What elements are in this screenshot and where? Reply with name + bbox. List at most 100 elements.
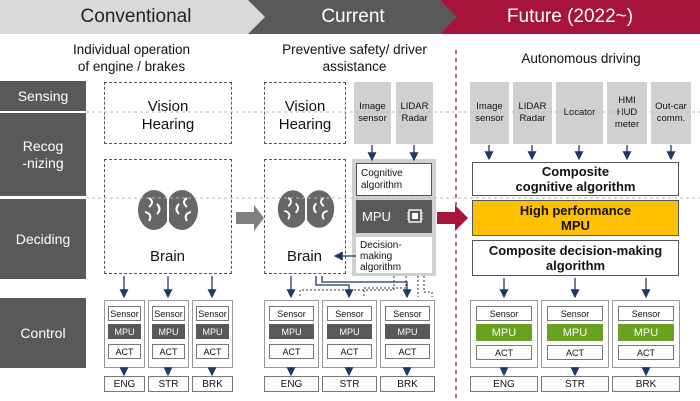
current-cognitive-line1: Cognitive	[361, 167, 403, 179]
chip-icon	[406, 208, 424, 224]
control-sensor: Sensor	[152, 306, 185, 321]
brain-icon	[275, 186, 337, 232]
conventional-senses-box: Vision Hearing	[104, 82, 232, 144]
row-label-control: Control	[0, 298, 86, 368]
subtitle-future: Autonomous driving	[470, 50, 692, 67]
future-composite-decision-line2: algorithm	[545, 258, 606, 273]
current-senses-box: Vision Hearing	[264, 82, 346, 144]
future-composite-decision-line1: Composite decision-making	[488, 243, 663, 258]
current-hearing-label: Hearing	[278, 116, 332, 133]
current-brain-label: Brain	[286, 248, 323, 265]
subtitle-conventional-line1: Individual operation	[72, 42, 191, 57]
subtitle-conventional: Individual operation of engine / brakes	[44, 41, 219, 75]
row-label-recognizing-line2: -nizing	[22, 154, 64, 171]
control-mpu: MPU	[108, 324, 141, 339]
header-future: Future (2022~)	[440, 0, 700, 34]
conventional-hearing-label: Hearing	[141, 116, 195, 133]
control-act: ACT	[547, 345, 603, 360]
current-sensor-lidar-line2: Radar	[401, 113, 428, 124]
future-sensor-lidar-line2: Radar	[519, 113, 546, 124]
conventional-brain-label: Brain	[149, 248, 186, 265]
future-composite-cognitive-line1: Composite	[541, 164, 610, 179]
control-mpu: MPU	[618, 324, 674, 341]
control-mpu: MPU	[547, 324, 603, 341]
header-future-label: Future (2022~)	[506, 6, 634, 27]
row-label-recognizing-line1: Recog	[22, 137, 64, 154]
current-cognitive-line2: algorithm	[361, 179, 403, 191]
control-act: ACT	[152, 344, 185, 359]
current-sensor-lidar-line1: LIDAR	[400, 101, 429, 112]
future-sensor-outcar-line1: Out-car	[655, 101, 687, 112]
future-hp-mpu-line2: MPU	[561, 218, 590, 233]
subtitle-future-line1: Autonomous driving	[521, 51, 641, 66]
future-sensor-lidar-line1: LIDAR	[518, 101, 547, 112]
current-sensor-image-line2: sensor	[358, 113, 387, 124]
current-decision-line1: Decision-	[360, 240, 402, 251]
control-sensor: Sensor	[385, 306, 430, 321]
control-sensor: Sensor	[618, 306, 674, 321]
row-label-control-text: Control	[20, 324, 66, 341]
actuator-str: STR	[148, 376, 189, 392]
control-sensor: Sensor	[196, 306, 229, 321]
control-sensor: Sensor	[327, 306, 372, 321]
future-sensor-image-line1: Image	[476, 101, 503, 112]
dotted-connector	[363, 276, 407, 297]
control-sensor: Sensor	[269, 306, 314, 321]
actuator-str: STR	[322, 376, 377, 392]
control-act: ACT	[269, 344, 314, 359]
control-act: ACT	[327, 344, 372, 359]
transition-arrow-red	[437, 205, 468, 231]
row-label-sensing-text: Sensing	[17, 87, 69, 104]
header-conventional-label: Conventional	[80, 6, 192, 27]
actuator-brk: BRK	[612, 376, 680, 392]
arrow	[321, 276, 412, 299]
control-act: ACT	[196, 344, 229, 359]
actuator-brk: BRK	[192, 376, 233, 392]
control-mpu: MPU	[196, 324, 229, 339]
header-conventional: Conventional	[0, 0, 272, 34]
current-decision-line3: algorithm	[360, 262, 402, 273]
current-brain-box: Brain	[264, 159, 346, 274]
future-hp-mpu-line1: High performance	[519, 203, 632, 218]
conventional-brain-box: Brain	[104, 159, 232, 274]
control-sensor: Sensor	[476, 306, 532, 321]
row-label-sensing: Sensing	[0, 81, 86, 111]
header-current: Current	[248, 0, 458, 34]
transition-arrow-gray	[236, 205, 264, 231]
subtitle-conventional-line2: of engine / brakes	[77, 59, 186, 74]
control-sensor: Sensor	[547, 306, 603, 321]
actuator-str: STR	[541, 376, 609, 392]
actuator-eng: ENG	[264, 376, 319, 392]
subtitle-current: Preventive safety/ driver assistance	[262, 41, 447, 75]
future-sensor-hmi-line2: meter	[614, 119, 640, 130]
row-label-deciding: Deciding	[0, 199, 86, 279]
future-composite-cognitive-line2: cognitive algorithm	[515, 179, 636, 194]
control-act: ACT	[476, 345, 532, 360]
control-mpu: MPU	[269, 324, 314, 339]
arrow	[315, 276, 354, 299]
control-mpu: MPU	[152, 324, 185, 339]
future-sensor-image-line2: sensor	[475, 113, 504, 124]
current-decision-algorithm: Decision- making algorithm	[356, 237, 432, 273]
current-sensor-image-line1: Image	[359, 101, 386, 112]
dotted-connector	[423, 276, 433, 297]
current-decision-line2: making	[360, 251, 393, 262]
current-mpu: MPU	[356, 200, 432, 233]
control-mpu: MPU	[476, 324, 532, 341]
control-act: ACT	[618, 345, 674, 360]
control-mpu: MPU	[327, 324, 372, 339]
subtitle-current-line2: assistance	[322, 59, 387, 74]
header-current-label: Current	[321, 6, 385, 27]
control-mpu: MPU	[385, 324, 430, 339]
